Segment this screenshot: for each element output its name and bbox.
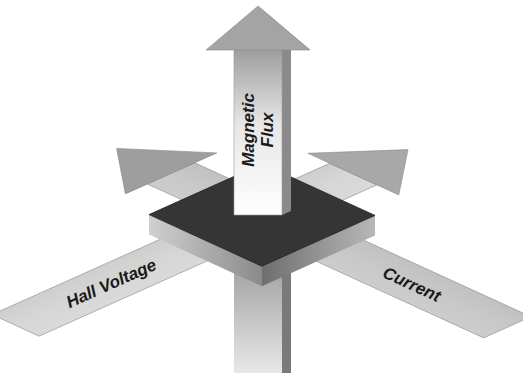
current-band [147,163,523,338]
hall-voltage-arrowhead [308,150,408,195]
axis-label: Magnetic Flux [239,84,277,176]
current-arrowhead [117,148,217,194]
flux-shaft-side [282,44,291,215]
flux-arrowhead [206,6,310,50]
flux-shaft-upper [234,48,282,215]
